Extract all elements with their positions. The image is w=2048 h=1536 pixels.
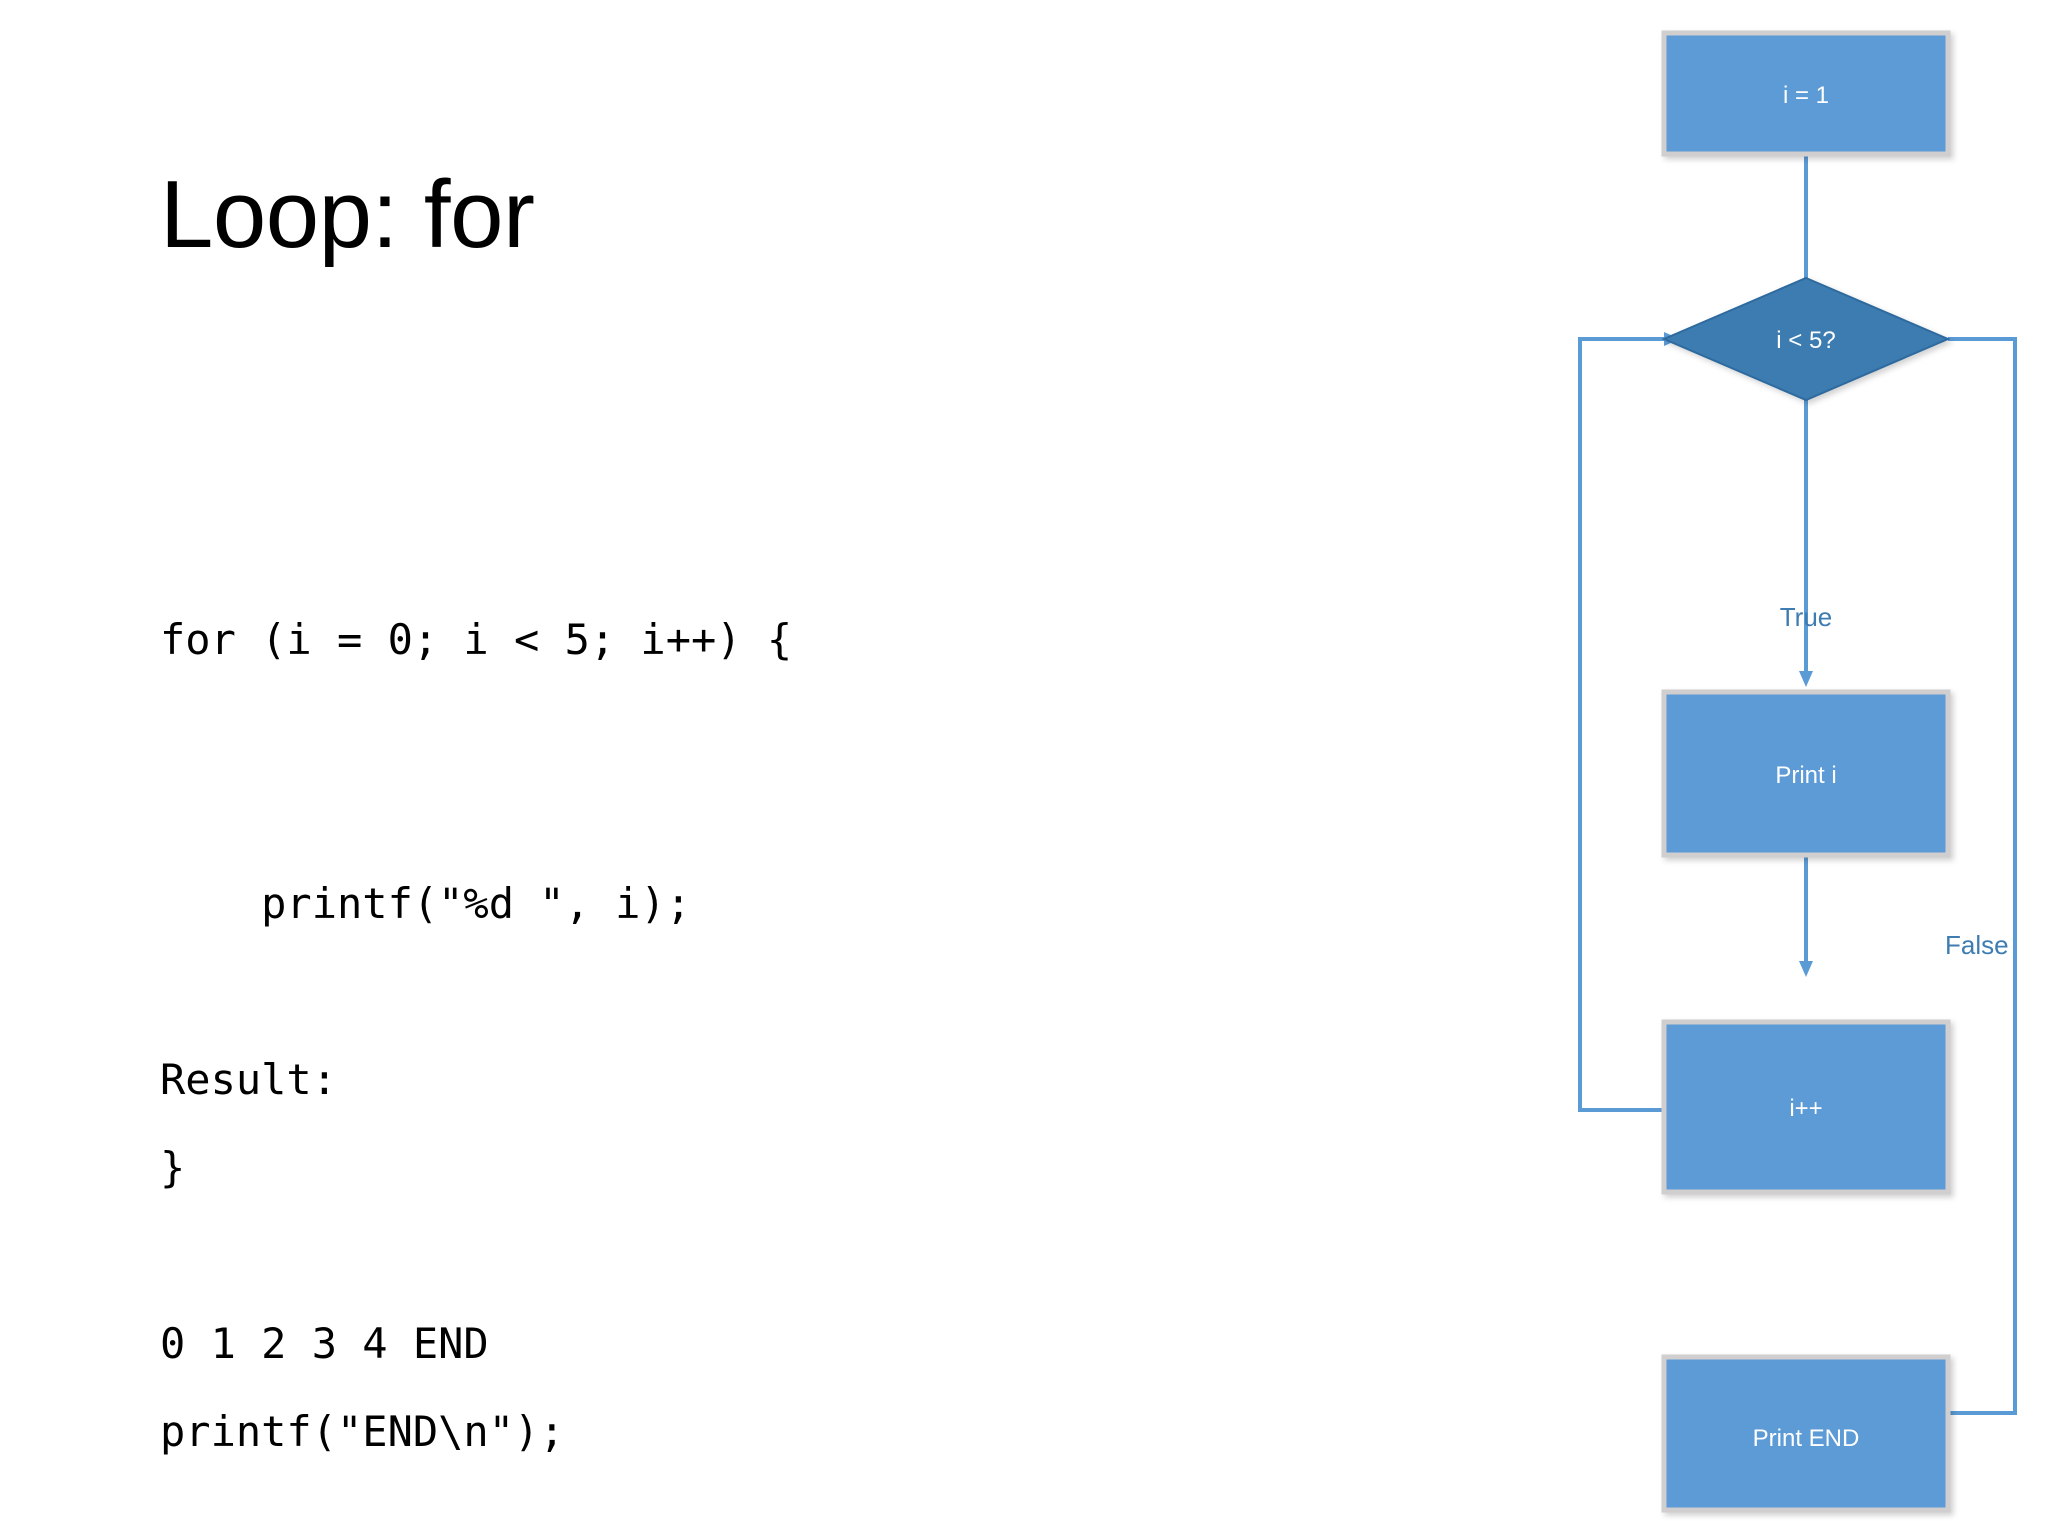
flow-node-increment[interactable] [1661,1019,1951,1195]
flow-node-condition[interactable] [1661,276,1951,402]
flowchart-canvas [1578,30,2017,1513]
code-block: for (i = 0; i < 5; i++) { printf("%d ", … [160,420,1060,1536]
flow-node-init[interactable] [1661,30,1951,157]
flow-node-print-end[interactable] [1661,1354,1951,1513]
code-line: printf("END\n"); [160,1407,565,1456]
edge-increment-to-condition [1578,332,1702,1112]
flowchart: i = 1 i < 5? Print i i++ Print END True … [1560,0,2048,1536]
flow-node-print-i[interactable] [1661,689,1951,858]
result-output: 0 1 2 3 4 END [160,1319,489,1368]
code-line: } [160,1143,186,1192]
edge-label-true: True [1779,602,1833,632]
edge-label-false: False [1945,930,2009,960]
page-title: Loop: for [160,161,535,268]
result-block: Result: 0 1 2 3 4 END [160,860,1060,1536]
code-line: for (i = 0; i < 5; i++) { [160,615,793,664]
result-label: Result: [160,1055,338,1104]
edge-condition-to-print-end [1910,337,2017,1420]
code-line: printf("%d ", i); [160,879,692,928]
